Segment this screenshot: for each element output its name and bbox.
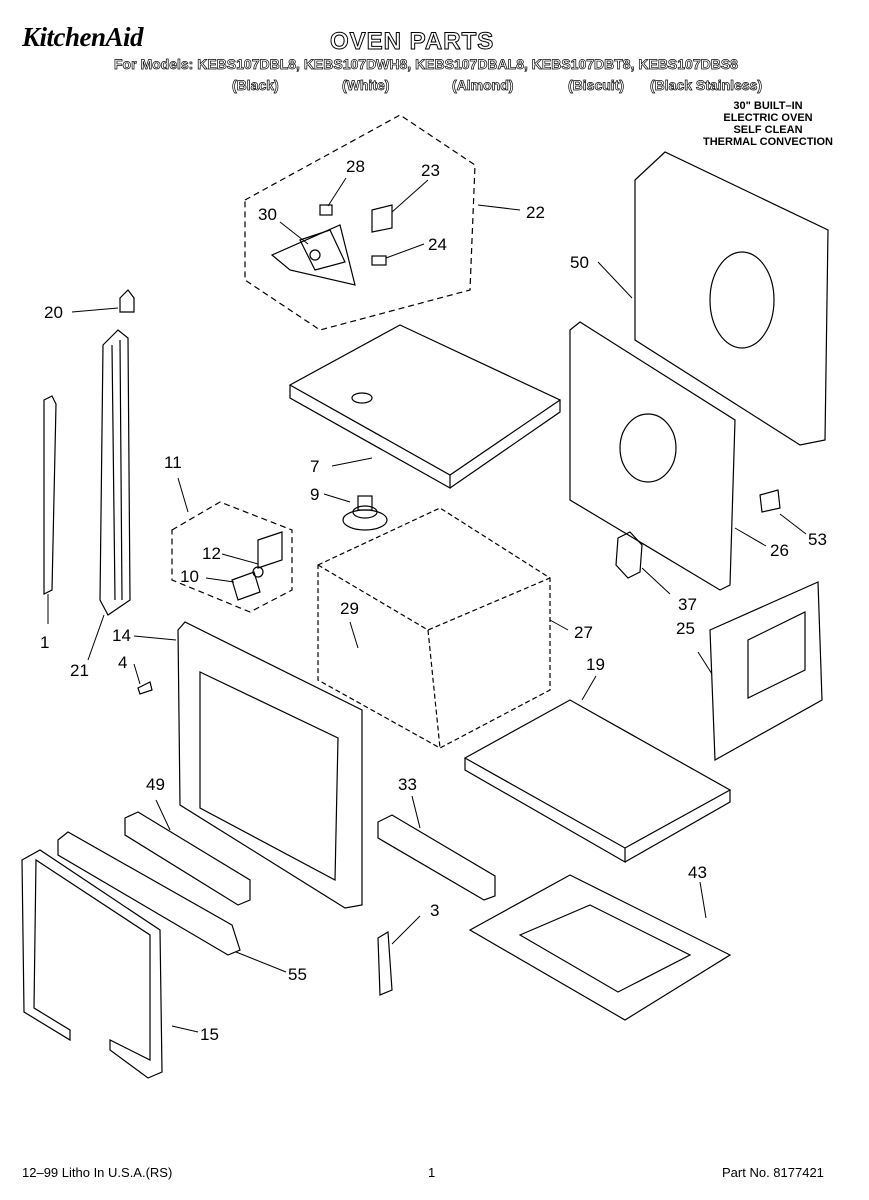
part-1-strip xyxy=(43,395,57,595)
callout-29: 29 xyxy=(340,599,359,618)
callout-12: 12 xyxy=(202,544,221,563)
part-22-component-group xyxy=(244,114,476,331)
part-11-component-group xyxy=(171,501,293,613)
callout-55: 55 xyxy=(288,965,307,984)
part-3-bracket xyxy=(377,930,393,996)
leader-lines xyxy=(47,177,807,1033)
part-20-cap xyxy=(119,289,135,313)
callout-15: 15 xyxy=(200,1025,219,1044)
callout-43: 43 xyxy=(688,863,707,882)
callout-1: 1 xyxy=(40,633,49,652)
desc-line: 30" BUILT–IN xyxy=(733,100,803,112)
callout-28: 28 xyxy=(346,157,365,176)
desc-line: SELF CLEAN xyxy=(733,124,803,136)
part-4-screw xyxy=(137,681,153,695)
callout-23: 23 xyxy=(421,161,440,180)
callout-25: 25 xyxy=(676,619,695,638)
part-27-oven-cavity xyxy=(317,507,551,749)
model-list: For Models: KEBS107DBL8, KEBS107DWH8, KE… xyxy=(114,56,739,73)
callout-49: 49 xyxy=(146,775,165,794)
color-almond: (Almond) xyxy=(452,77,514,94)
color-biscuit: (Biscuit) xyxy=(568,77,625,94)
page-number: 1 xyxy=(428,1165,436,1180)
part-14-front-frame xyxy=(177,621,363,909)
part-43-bottom-tray xyxy=(468,874,732,1021)
part-53-bracket xyxy=(759,489,781,513)
callout-24: 24 xyxy=(428,235,447,254)
callout-53: 53 xyxy=(808,530,827,549)
desc-line: THERMAL CONVECTION xyxy=(703,136,833,148)
part-37-gasket xyxy=(615,531,643,579)
callout-37: 37 xyxy=(678,595,697,614)
callout-14: 14 xyxy=(112,626,131,645)
part-55-trim xyxy=(57,831,241,956)
callout-20: 20 xyxy=(44,303,63,322)
part-25-side-panel xyxy=(709,581,823,762)
color-white: (White) xyxy=(342,77,390,94)
callout-26: 26 xyxy=(770,541,789,560)
callout-labels: 28 23 22 30 24 20 50 7 11 9 53 26 12 10 … xyxy=(40,157,827,1044)
part-50-rear-panel xyxy=(634,151,829,446)
part-49-trim xyxy=(124,811,251,906)
part-19-bottom-panel xyxy=(463,699,732,864)
color-black-stainless: (Black Stainless) xyxy=(650,77,763,94)
part-26-rear-frame xyxy=(569,321,736,591)
part-number: Part No. 8177421 xyxy=(722,1165,824,1180)
callout-19: 19 xyxy=(586,655,605,674)
page-title: OVEN PARTS xyxy=(329,28,495,56)
desc-line: ELECTRIC OVEN xyxy=(723,112,813,124)
part-9-fan xyxy=(342,495,388,531)
callout-27: 27 xyxy=(574,623,593,642)
part-15-door-gasket xyxy=(21,849,163,1079)
callout-30: 30 xyxy=(258,205,277,224)
brand-logo: KitchenAid xyxy=(22,22,144,52)
callout-22: 22 xyxy=(526,203,545,222)
callout-11: 11 xyxy=(164,453,182,472)
part-7-top-panel xyxy=(288,324,562,490)
print-code: 12–99 Litho In U.S.A.(RS) xyxy=(22,1165,173,1180)
callout-10: 10 xyxy=(180,567,199,586)
callout-21: 21 xyxy=(70,661,89,680)
callout-7: 7 xyxy=(310,457,319,476)
product-description: 30" BUILT–IN ELECTRIC OVEN SELF CLEAN TH… xyxy=(688,100,848,148)
callout-9: 9 xyxy=(310,485,319,504)
callout-33: 33 xyxy=(398,775,417,794)
callout-50: 50 xyxy=(570,253,589,272)
part-21-side-trim xyxy=(99,329,131,616)
callout-3: 3 xyxy=(430,901,439,920)
color-black: (Black) xyxy=(232,77,279,94)
part-33-trim xyxy=(377,814,496,901)
callout-4: 4 xyxy=(118,653,127,672)
